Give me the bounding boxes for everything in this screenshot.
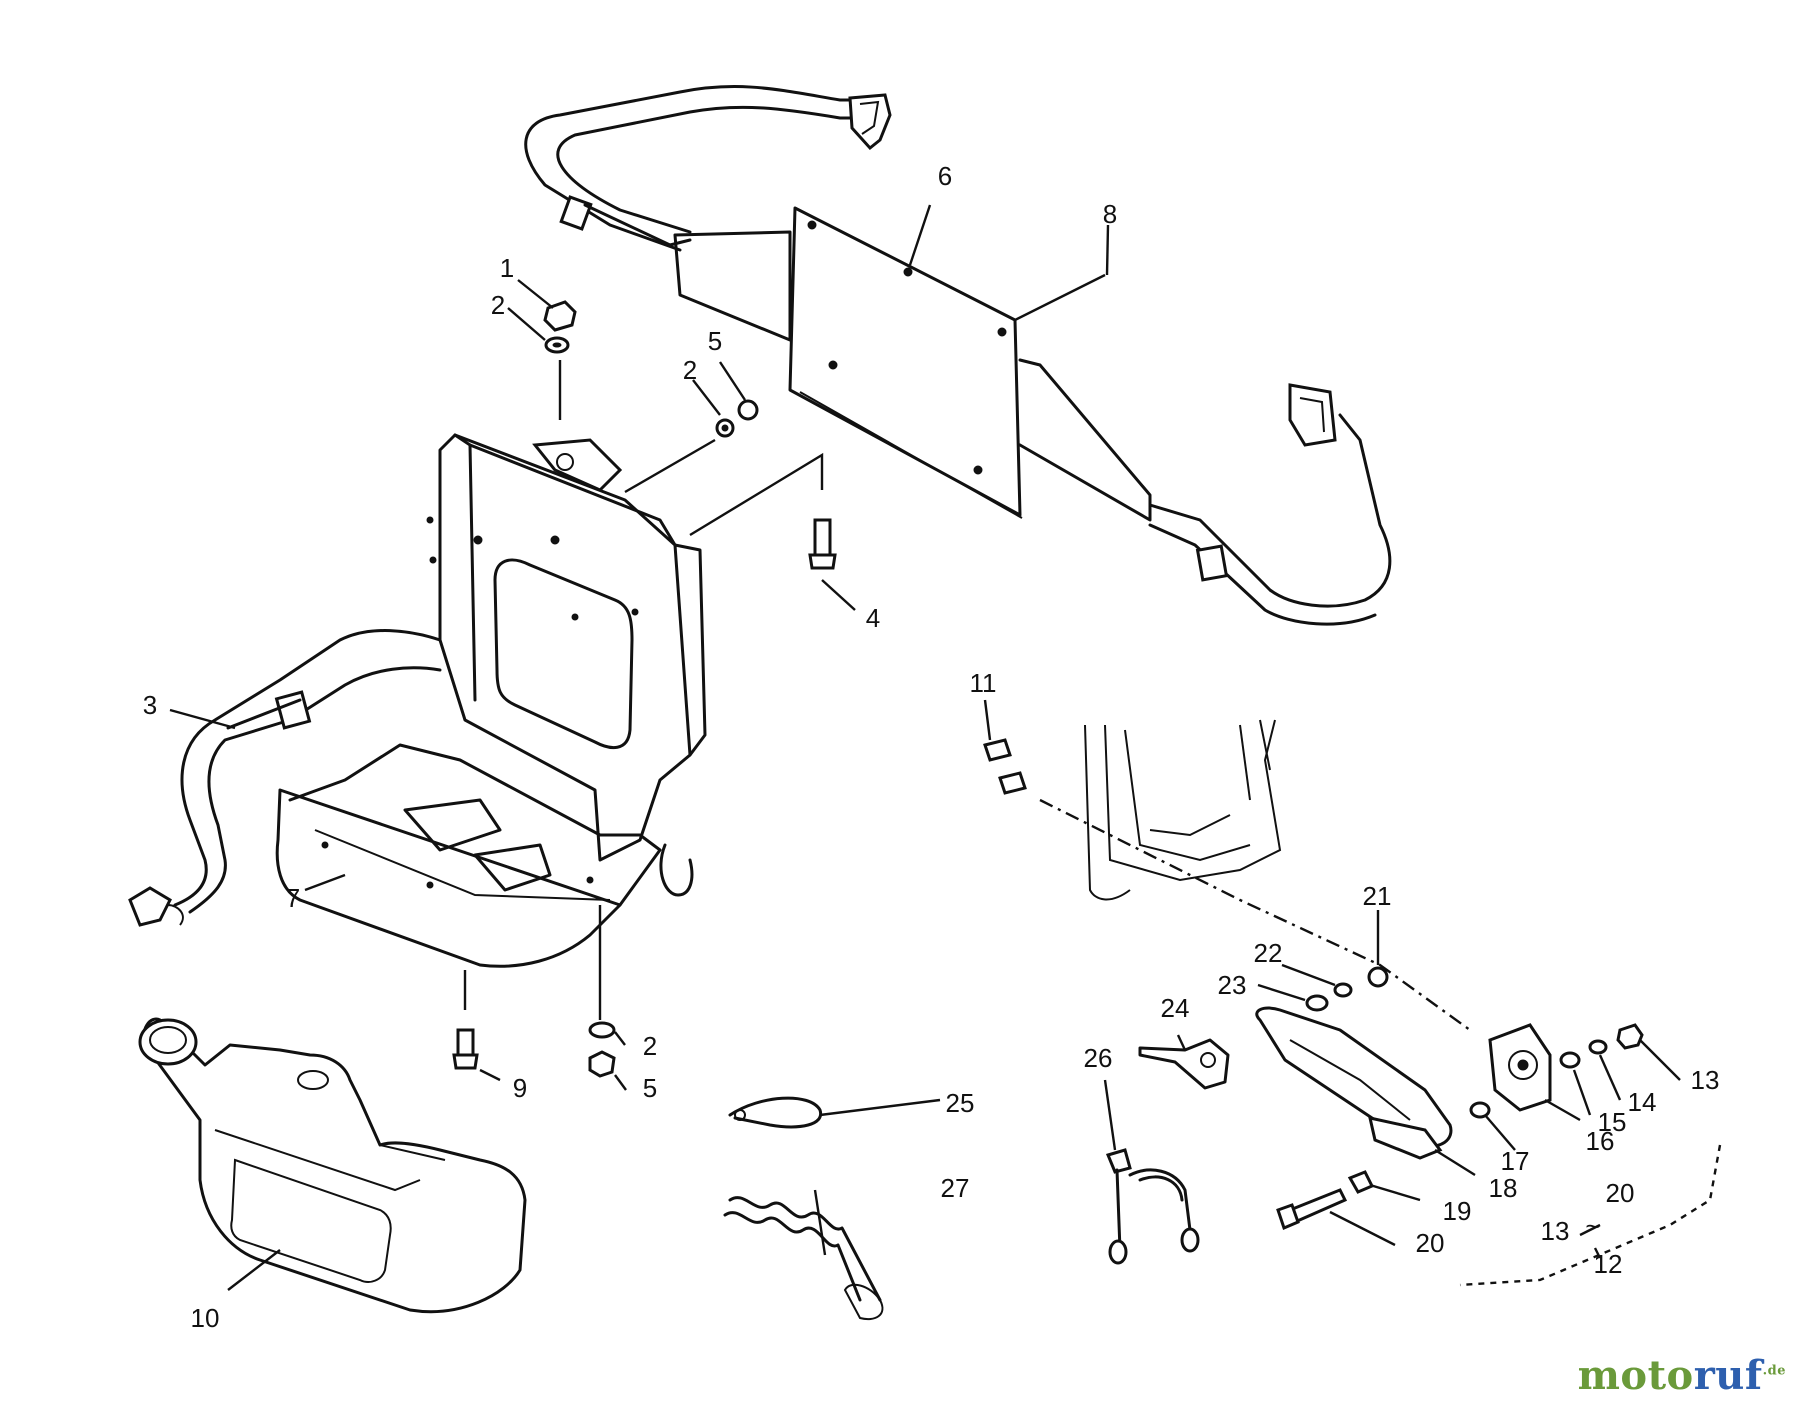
callout-20: 20 bbox=[1416, 1228, 1445, 1258]
callout-20-kit: 20 bbox=[1606, 1178, 1635, 1208]
cable-tie-drawing bbox=[728, 1096, 823, 1129]
callout-15: 15 bbox=[1598, 1107, 1627, 1137]
callout-16: 16 bbox=[1586, 1126, 1615, 1156]
callout-24: 24 bbox=[1161, 993, 1190, 1023]
callout-25: 25 bbox=[946, 1088, 975, 1118]
shoulder-harness-drawing bbox=[524, 85, 1392, 626]
callout-2-bottom: 2 bbox=[643, 1031, 657, 1061]
callout-21: 21 bbox=[1363, 881, 1392, 911]
watermark-suffix: .de bbox=[1762, 1363, 1786, 1379]
spring-drawing bbox=[723, 1196, 884, 1320]
callout-18: 18 bbox=[1489, 1173, 1518, 1203]
callout-22: 22 bbox=[1254, 938, 1283, 968]
callout-6: 6 bbox=[938, 161, 952, 191]
site-watermark[interactable]: motoruf.de bbox=[1578, 1352, 1786, 1399]
callout-17: 17 bbox=[1501, 1146, 1530, 1176]
callout-14: 14 bbox=[1628, 1087, 1657, 1117]
callout-labels: 1 2 2 2 3 4 5 5 6 7 8 9 10 11 12 13 13 1… bbox=[143, 161, 1720, 1333]
callout-2-frame: 2 bbox=[683, 355, 697, 385]
callout-4: 4 bbox=[866, 603, 880, 633]
callout-19: 19 bbox=[1443, 1196, 1472, 1226]
frame-hardware-drawing bbox=[452, 300, 837, 1078]
callout-9: 9 bbox=[513, 1073, 527, 1103]
waist-belt-drawing bbox=[128, 629, 442, 927]
throttle-assembly-drawing bbox=[983, 719, 1722, 1287]
callout-27: 27 bbox=[941, 1173, 970, 1203]
callout-10: 10 bbox=[191, 1303, 220, 1333]
callout-3: 3 bbox=[143, 690, 157, 720]
watermark-part1: moto bbox=[1577, 1352, 1694, 1399]
callout-11: 11 bbox=[970, 668, 997, 698]
backpack-frame-drawing bbox=[275, 433, 707, 968]
leader-lines bbox=[169, 204, 1681, 1291]
callout-2-top: 2 bbox=[491, 290, 505, 320]
callout-26: 26 bbox=[1084, 1043, 1113, 1073]
callout-1: 1 bbox=[500, 253, 514, 283]
callout-13: 13 bbox=[1691, 1065, 1720, 1095]
callout-7: 7 bbox=[286, 883, 300, 913]
watermark-part2: ruf bbox=[1693, 1352, 1763, 1399]
callout-12: 12 bbox=[1594, 1249, 1623, 1279]
kit-separator: ~ bbox=[1585, 1211, 1600, 1241]
callout-8: 8 bbox=[1103, 199, 1117, 229]
fuel-tank-drawing bbox=[138, 1017, 527, 1314]
callout-13-kit: 13 bbox=[1541, 1216, 1570, 1246]
callout-5-top: 5 bbox=[708, 326, 722, 356]
callout-23: 23 bbox=[1218, 970, 1247, 1000]
callout-5-bottom: 5 bbox=[643, 1073, 657, 1103]
